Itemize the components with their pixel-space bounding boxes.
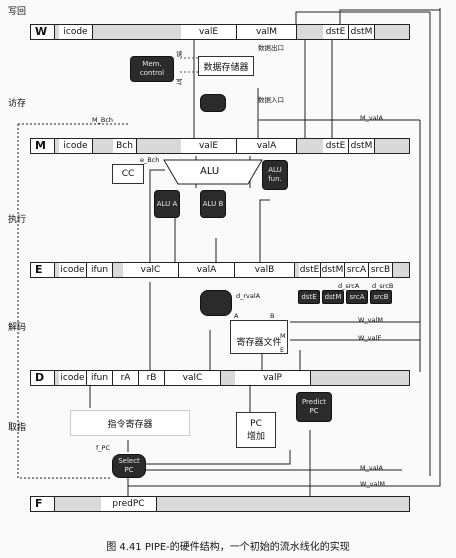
register-field: icode bbox=[59, 139, 93, 153]
data-in-label: 数据入口 bbox=[258, 96, 284, 104]
register-field: valC bbox=[123, 263, 179, 277]
pipeline-register-m: M icode Bch valE valA dstE dstM bbox=[30, 138, 410, 154]
e-bch-label: e_Bch bbox=[140, 156, 160, 164]
register-field: dstM bbox=[321, 263, 345, 277]
dst-m-box: dstM bbox=[322, 290, 344, 304]
pc-increment-top-label: PC bbox=[250, 418, 262, 429]
cc-unit: CC bbox=[112, 164, 144, 184]
register-name: D bbox=[31, 371, 55, 385]
register-field: rA bbox=[113, 371, 139, 385]
register-field: valE bbox=[181, 25, 237, 39]
predict-pc-unit: Predict PC bbox=[296, 392, 332, 422]
dst-e-box: dstE bbox=[298, 290, 320, 304]
port-m-label: M bbox=[280, 332, 286, 340]
m-bch-label: M_Bch bbox=[92, 116, 114, 124]
register-field: valE bbox=[181, 139, 237, 153]
f-pc-label: f_PC bbox=[96, 444, 110, 452]
register-field: icode bbox=[59, 263, 87, 277]
register-field: predPC bbox=[101, 497, 157, 511]
alu-label: ALU bbox=[200, 166, 220, 177]
m-vala-fetch-label: M_valA bbox=[360, 464, 383, 472]
mem-control-unit: Mem. control bbox=[130, 56, 174, 82]
m-vala-label: M_valA bbox=[360, 114, 383, 122]
pc-increment-bottom-label: 增加 bbox=[246, 431, 265, 442]
register-field: rB bbox=[139, 371, 165, 385]
port-a-label: A bbox=[234, 312, 239, 320]
register-field: dstE bbox=[299, 263, 321, 277]
w-vale-label: W_valE bbox=[358, 334, 382, 342]
read-label: 读 bbox=[176, 50, 183, 58]
port-b-label: B bbox=[270, 312, 275, 320]
stage-fetch-label: 取指 bbox=[8, 423, 27, 433]
register-name: E bbox=[31, 263, 55, 277]
register-field: valM bbox=[237, 25, 297, 39]
sel-fwd-a-unit bbox=[200, 290, 232, 316]
register-name: M bbox=[31, 139, 55, 153]
register-field: icode bbox=[59, 25, 93, 39]
d-rvala-label: d_rvalA bbox=[236, 292, 261, 300]
w-valm-label: W_valM bbox=[358, 316, 383, 324]
src-a-box: srcA bbox=[346, 290, 368, 304]
alu-a-unit: ALU A bbox=[154, 190, 180, 218]
register-field: dstE bbox=[323, 25, 349, 39]
stage-writeback-label: 写回 bbox=[8, 7, 27, 17]
register-field: valA bbox=[179, 263, 235, 277]
register-field: ifun bbox=[87, 263, 113, 277]
register-field: valB bbox=[235, 263, 295, 277]
stage-decode-label: 解码 bbox=[8, 323, 27, 333]
register-field: valC bbox=[165, 371, 221, 385]
src-b-box: srcB bbox=[370, 290, 392, 304]
register-file-label: 寄存器文件 bbox=[236, 337, 282, 348]
register-field: srcA bbox=[345, 263, 369, 277]
register-file-unit: 寄存器文件 bbox=[230, 320, 288, 354]
addr-mux bbox=[200, 94, 226, 112]
register-field: icode bbox=[59, 371, 87, 385]
pipeline-register-d: D icode ifun rA rB valC valP bbox=[30, 370, 410, 386]
pipeline-register-f: F predPC bbox=[30, 496, 410, 512]
register-name: F bbox=[31, 497, 55, 511]
select-pc-unit: Select PC bbox=[112, 454, 146, 478]
pipeline-register-e: E icode ifun valC valA valB dstE dstM sr… bbox=[30, 262, 410, 278]
register-name: W bbox=[31, 25, 55, 39]
alu-shape bbox=[163, 159, 263, 185]
register-field: dstM bbox=[349, 25, 375, 39]
pipeline-register-w: W icode valE valM dstE dstM bbox=[30, 24, 410, 40]
register-field: dstM bbox=[349, 139, 375, 153]
stage-memory-label: 访存 bbox=[8, 99, 27, 109]
register-field: valA bbox=[237, 139, 297, 153]
d-srcb-label: d_srcB bbox=[372, 282, 394, 290]
stage-execute-label: 执行 bbox=[8, 215, 27, 225]
instruction-memory-unit: 指令寄存器 bbox=[70, 410, 190, 436]
figure-caption: 图 4.41 PIPE-的硬件结构，一个初始的流水线化的实现 bbox=[106, 542, 350, 553]
register-field: Bch bbox=[113, 139, 137, 153]
register-field: dstE bbox=[323, 139, 349, 153]
data-memory-unit: 数据存储器 bbox=[198, 56, 254, 76]
register-field: valP bbox=[235, 371, 311, 385]
w-valm-fetch-label: W_valM bbox=[360, 480, 385, 488]
port-e-label: E bbox=[280, 346, 285, 354]
data-out-label: 数据出口 bbox=[258, 44, 284, 52]
d-srca-label: d_srcA bbox=[338, 282, 360, 290]
register-field: ifun bbox=[87, 371, 113, 385]
alu-b-unit: ALU B bbox=[200, 190, 226, 218]
register-field: srcB bbox=[369, 263, 393, 277]
pc-increment-unit: PC 增加 bbox=[236, 412, 276, 448]
write-label: 写 bbox=[176, 78, 183, 86]
alu-fun-unit: ALU fun. bbox=[262, 160, 288, 190]
